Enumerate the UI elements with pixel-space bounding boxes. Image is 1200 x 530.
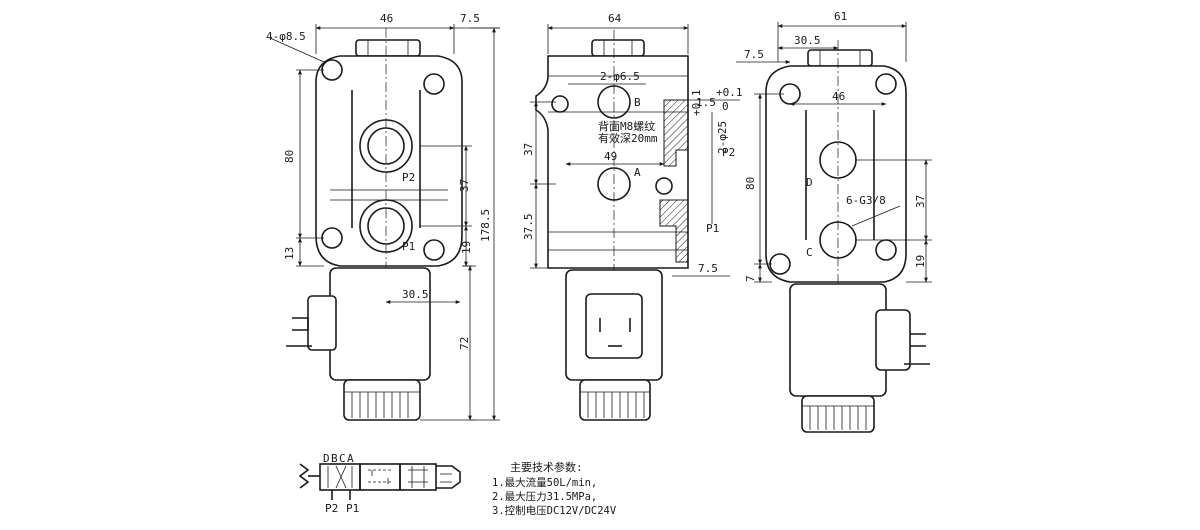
middle-connector [585, 293, 643, 359]
middle-side-hole-2 [655, 177, 673, 195]
middle-side-hole-1 [551, 95, 569, 113]
left-dim-top-offset: 7.5 [460, 12, 480, 25]
specs-block: 主要技术参数: 1.最大流量50L/min, 2.最大压力31.5MPa, 3.… [492, 460, 617, 517]
right-dim-left-offset: 7.5 [744, 48, 764, 61]
right-top-cap [807, 49, 873, 67]
left-dim-hole: 4-φ8.5 [266, 30, 306, 43]
right-bolt-hole-br [875, 239, 897, 261]
middle-label-p2: P2 [722, 146, 735, 159]
middle-knurled-nut [579, 379, 651, 421]
hydraulic-symbol: D B C A P2 P1 [298, 452, 461, 515]
left-dim-coil-offset: 30.5 [402, 288, 429, 301]
middle-dim-height-37-5: 37.5 [522, 214, 535, 241]
symbol-letter-c: C [339, 452, 346, 465]
right-bolt-hole-tr [875, 73, 897, 95]
right-dim-height-7: 7 [744, 275, 757, 282]
symbol-port-letters: D B C A [323, 452, 354, 465]
symbol-label-p1: P1 [346, 502, 359, 515]
specs-item-3: 3.控制电压DC12V/DC24V [492, 504, 617, 517]
left-bolt-hole-tl [321, 59, 343, 81]
left-dim-port-offset: 19 [460, 241, 473, 254]
symbol-letter-a: A [347, 452, 354, 465]
right-dim-ports: 6-G3/8 [846, 194, 886, 207]
right-dim-port-spacing: 37 [914, 195, 927, 208]
middle-dim-hole: 2-φ6.5 [600, 70, 640, 83]
middle-dim-right-offset: 7.5 [698, 262, 718, 275]
middle-dim-bore: 2-φ25 [716, 121, 729, 154]
left-label-p2: P2 [402, 171, 415, 184]
right-coil [789, 283, 887, 397]
middle-dim-tol-zero: 0 [722, 100, 729, 113]
middle-dim-tol: +0.1 [716, 86, 743, 99]
left-dim-total-height: 178.5 [479, 209, 492, 242]
right-dim-inner-width: 46 [832, 90, 845, 103]
right-label-c: C [806, 246, 813, 259]
right-dim-port-offset: 19 [914, 255, 927, 268]
middle-note-line2: 有效深20mm [598, 131, 658, 145]
middle-dim-oring: 1.5 [696, 96, 716, 109]
symbol-letter-b: B [331, 452, 338, 465]
left-dim-port-spacing: 37 [458, 179, 471, 192]
left-dim-height-13: 13 [283, 247, 296, 260]
left-coil [329, 267, 431, 381]
symbol-box-3 [399, 463, 437, 491]
symbol-box-1 [319, 463, 361, 491]
symbol-label-p2: P2 [325, 502, 338, 515]
middle-top-cap [591, 39, 645, 57]
right-dim-top-offset: 30.5 [794, 34, 821, 47]
middle-label-a: A [634, 166, 641, 179]
left-top-cap [355, 39, 421, 57]
right-valve-body [765, 65, 907, 283]
symbol-box-2 [359, 463, 401, 491]
right-bolt-hole-bl [769, 253, 791, 275]
middle-note-line1: 背面M8螺纹 [598, 119, 655, 133]
right-view: D C 61 30.5 7.5 46 80 7 [736, 10, 932, 433]
specs-title: 主要技术参数: [510, 460, 583, 474]
right-dim-top-width: 61 [834, 10, 847, 23]
middle-dim-height-37: 37 [522, 143, 535, 156]
left-view: P2 P1 46 7.5 4-φ8.5 80 13 [266, 12, 500, 421]
right-knurled-nut [801, 395, 875, 433]
middle-label-p1: P1 [706, 222, 719, 235]
left-bolt-hole-tr [423, 73, 445, 95]
middle-label-b: B [634, 96, 641, 109]
middle-dim-bore-tol: +0.1 [690, 90, 703, 117]
left-bolt-hole-br [423, 239, 445, 261]
left-dim-top-width: 46 [380, 12, 393, 25]
right-connector [875, 309, 911, 371]
left-connector [307, 295, 337, 351]
right-label-d: D [806, 176, 813, 189]
symbol-letter-d: D [323, 452, 330, 465]
middle-dim-top-width: 64 [608, 12, 622, 25]
left-label-p1: P1 [402, 240, 415, 253]
left-dim-coil-length: 72 [458, 337, 471, 350]
left-bolt-hole-bl [321, 227, 343, 249]
right-dim-height-80: 80 [744, 177, 757, 190]
specs-item-2: 2.最大压力31.5MPa, [492, 490, 597, 503]
middle-dim-center-49: 49 [604, 150, 617, 163]
left-dim-height-80: 80 [283, 150, 296, 163]
middle-view: B A 背面M8螺纹 有效深20mm 64 2-φ6.5 1.5 +0.1 0 [522, 12, 743, 421]
left-knurled-nut [343, 379, 421, 421]
specs-item-1: 1.最大流量50L/min, [492, 476, 597, 489]
